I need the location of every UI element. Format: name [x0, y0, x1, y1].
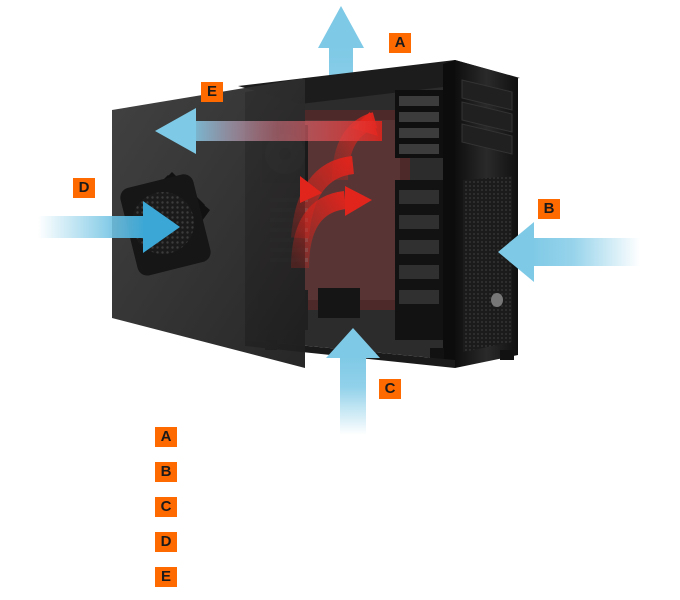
front-drive-bays [461, 79, 513, 155]
legend-badge-b: B [160, 463, 172, 480]
callout-b-label: B [543, 200, 555, 217]
legend-badge-c: C [160, 498, 172, 515]
drive-cage [395, 90, 443, 340]
callout-badges [73, 33, 560, 587]
arrow-c-intake-bottom [326, 328, 380, 435]
callout-d-label: D [78, 179, 90, 196]
arrow-e-exhaust-rear [155, 108, 382, 154]
arrow-b-intake-front [498, 222, 640, 282]
case-logo [491, 293, 503, 307]
callout-a-label: A [394, 34, 406, 51]
front-mesh-panel [463, 176, 512, 352]
callout-c-label: C [384, 380, 396, 397]
legend-badge-d: D [160, 533, 172, 550]
legend-badge-e: E [160, 568, 171, 585]
legend-badge-a: A [160, 428, 172, 445]
arrow-d-intake-side [38, 201, 180, 253]
callout-e-label: E [206, 83, 217, 100]
